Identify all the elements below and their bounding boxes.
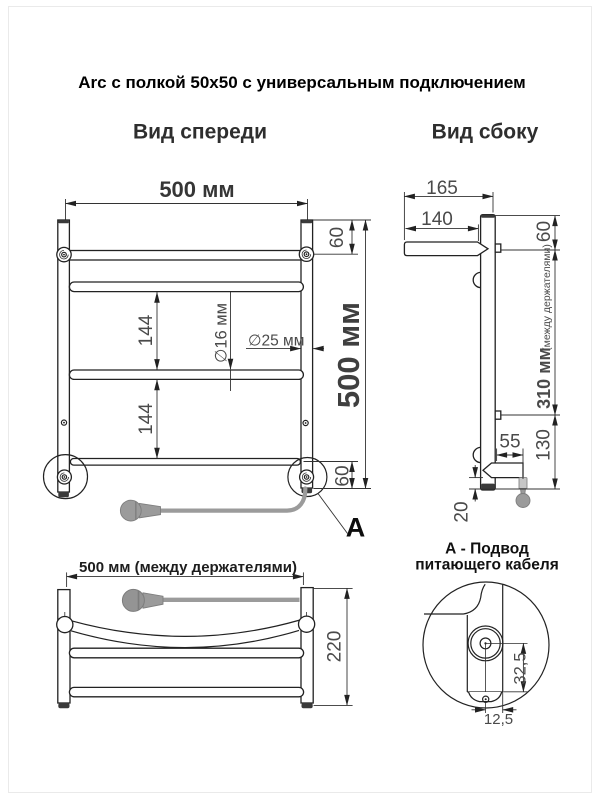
dim-label-offset-top: 60 xyxy=(327,227,348,248)
shelf-bar-2 xyxy=(68,369,305,381)
dim-label-foot: 20 xyxy=(452,501,473,522)
side-bottom-arm xyxy=(482,462,524,479)
top-rung xyxy=(68,249,302,261)
screw-left xyxy=(60,419,68,426)
dim-label-tube: ∅16 мм xyxy=(213,303,231,363)
side-dim-bottom: 130 xyxy=(469,414,560,490)
wall-mount-top-left xyxy=(56,246,72,263)
side-view: 165 140 60 (между держателями) 310 мм 55 xyxy=(403,178,560,523)
detail-dim-vertical: 32,5 xyxy=(503,642,530,693)
side-dim-offset-top: 60 xyxy=(495,215,560,251)
top-power-cable xyxy=(121,588,300,612)
side-wall-holder-upper xyxy=(494,243,502,253)
detail-screw xyxy=(482,695,490,703)
top-post-left xyxy=(57,588,71,704)
side-plug xyxy=(515,493,531,508)
bottom-rung xyxy=(69,457,302,466)
front-dim-gap-lower: 144 xyxy=(136,379,160,459)
top-post-right xyxy=(300,586,314,704)
side-shelf-arm xyxy=(403,241,490,257)
dim-label-depth: 220 xyxy=(325,631,346,663)
front-frame xyxy=(42,219,328,500)
top-post-left-foot xyxy=(58,703,70,709)
detail-caption: А - Подвод питающего кабеля xyxy=(415,541,559,574)
front-dim-height: 500 мм xyxy=(313,219,371,489)
dim-label-post: ∅25 мм xyxy=(248,333,304,350)
front-dim-tube-diameter: ∅16 мм xyxy=(213,292,234,391)
top-holder-left xyxy=(56,615,74,634)
callout-a: A xyxy=(317,493,366,543)
detail-caption-line2: питающего кабеля xyxy=(415,557,559,574)
front-view: 500 мм xyxy=(42,177,371,543)
shelf-bar-1 xyxy=(68,281,305,293)
post-right-cap xyxy=(301,220,313,224)
plug-head xyxy=(119,499,142,522)
front-dim-gap-upper: 144 xyxy=(136,291,160,371)
screw-right xyxy=(302,419,309,427)
side-dim-depth-total: 165 xyxy=(403,178,494,240)
top-dim-depth: 220 xyxy=(313,587,353,706)
detail-circle-right xyxy=(287,456,328,498)
side-dim-cable: 55 xyxy=(496,432,524,479)
dim-label-bottom: 130 xyxy=(534,429,555,461)
side-post-cap xyxy=(481,214,495,218)
side-view-label: Вид сбоку xyxy=(432,121,539,144)
detail-boundary-circle xyxy=(422,581,550,709)
dim-label-width-top: 500 мм xyxy=(159,177,234,202)
top-view: 500 мм (между держателями) 22 xyxy=(56,559,353,709)
side-post xyxy=(479,213,496,491)
dim-label-height: 500 мм xyxy=(331,302,366,408)
front-dim-offset-bottom: 60 xyxy=(303,461,358,489)
top-shelf-bar-2 xyxy=(68,686,305,698)
side-power-cable xyxy=(515,477,531,508)
detail-bottom-cap xyxy=(467,691,503,703)
dim-label-holders-note: (между держателями) xyxy=(541,244,553,351)
wall-mount-bottom-left xyxy=(56,469,73,485)
wall-mount-bottom-right xyxy=(298,469,315,485)
front-dim-offset-top: 60 xyxy=(313,219,371,255)
top-plug-head xyxy=(121,588,145,612)
post-left-cap xyxy=(58,220,69,224)
detail-caption-line1: А - Подвод xyxy=(445,541,529,558)
cable-gland xyxy=(518,477,528,490)
top-post-right-foot xyxy=(301,703,313,709)
dim-label-gap-lower: 144 xyxy=(136,403,157,435)
side-dim-foot: 20 xyxy=(452,465,483,523)
arc-bar-back-edge xyxy=(70,629,300,649)
side-wall-holder-lower xyxy=(494,410,502,420)
dim-label-detail-vertical: 32,5 xyxy=(512,652,530,684)
side-dim-holders: (между держателями) 310 мм xyxy=(501,244,560,416)
plug-body xyxy=(139,502,161,519)
side-post-foot xyxy=(481,483,495,490)
dim-label-offset-bottom: 60 xyxy=(333,465,354,486)
callout-a-letter: A xyxy=(346,513,366,543)
dim-label-gap-upper: 144 xyxy=(136,314,157,346)
dim-label-shelf: 140 xyxy=(421,209,453,230)
wall-mount-top-right xyxy=(298,246,315,263)
dim-label-holders-value: 310 мм xyxy=(534,347,554,409)
top-dim-width xyxy=(66,572,304,587)
page-frame xyxy=(8,6,592,793)
page-title: Arc с полкой 50x50 с универсальным подкл… xyxy=(78,73,525,92)
detail-dim-horizontal: 12,5 xyxy=(471,692,517,728)
top-holder-right xyxy=(297,615,316,633)
side-dim-shelf: 140 xyxy=(405,209,479,241)
dim-label-cable: 55 xyxy=(499,432,520,453)
dim-label-side-offset-top: 60 xyxy=(534,221,555,242)
dim-label-detail-horizontal: 12,5 xyxy=(484,711,513,728)
front-power-cable xyxy=(119,486,308,522)
detail-view: 32,5 12,5 xyxy=(422,581,550,728)
front-dim-post-diameter: ∅25 мм xyxy=(246,333,324,352)
arc-bar-front-edge xyxy=(69,619,301,637)
dim-label-depth-total: 165 xyxy=(426,178,458,199)
top-shelf-bar-1 xyxy=(68,647,305,659)
detail-circle-left xyxy=(42,454,89,500)
front-dim-width-top: 500 мм xyxy=(65,177,308,220)
front-view-label: Вид спереди xyxy=(133,121,267,144)
top-view-dim-width-label: 500 мм (между держателями) xyxy=(79,559,297,576)
detail-arm-corner xyxy=(463,583,486,615)
post-left-foot xyxy=(58,491,69,498)
